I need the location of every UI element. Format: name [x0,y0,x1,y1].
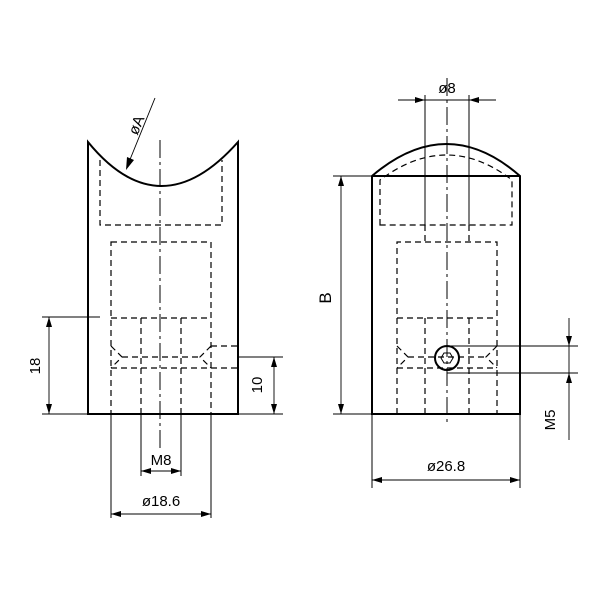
left-height-10-label: 10 [249,377,266,394]
left-body-outline [87,139,239,415]
left-diameter-label: ø18.6 [142,493,180,510]
right-bore-hidden [396,225,498,414]
right-body-outline [371,143,521,415]
right-screw-label: M5 [542,410,559,431]
right-dim-m5: M5 [447,318,578,440]
right-diameter-label: ø26.8 [427,458,465,475]
left-cup-hidden [99,160,223,226]
left-dim-18: 18 [27,316,100,415]
left-dim-m8: M8 [141,452,181,474]
left-side-hole-hidden [211,345,238,369]
right-height-b-label: B [316,292,335,303]
right-dim-26-8: ø26.8 [372,458,520,483]
left-dim-arc: øA [125,97,156,170]
right-dim-8: ø8 [398,80,496,103]
right-view [371,78,521,488]
right-saddle-hidden [379,154,513,226]
left-dim-18-6: ø18.6 [111,493,211,517]
left-thread-hidden [110,317,212,414]
right-dim-b: B [316,175,372,415]
left-bore-hidden [110,241,212,415]
left-dim-10: 10 [238,356,283,415]
left-thread-label: M8 [151,452,172,469]
right-screw-hex [440,352,454,364]
left-arc-label: øA [125,113,148,137]
left-height-18-label: 18 [27,358,44,375]
left-view [87,139,239,518]
right-top-dia-label: ø8 [438,80,456,97]
